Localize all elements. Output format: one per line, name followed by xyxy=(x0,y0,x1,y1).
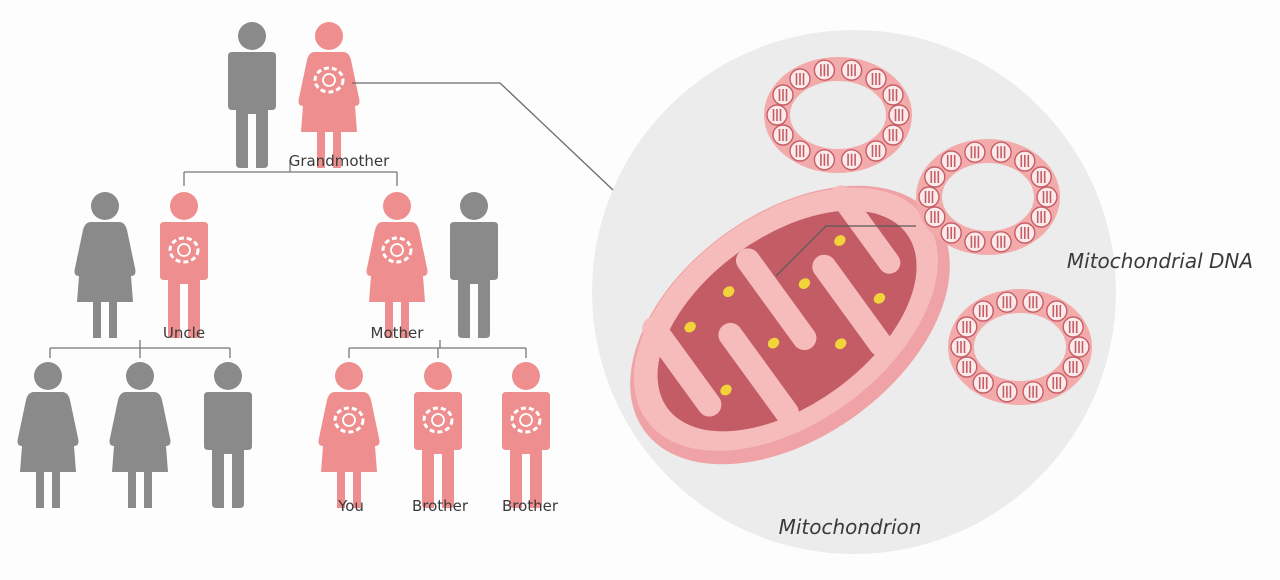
mtdna-ring xyxy=(764,57,912,173)
carrier-male-figure xyxy=(414,362,462,508)
carrier-female-figure xyxy=(298,22,360,168)
label-you: You xyxy=(337,497,364,515)
mito-dna-dots xyxy=(684,235,886,396)
non-carrier-female-figure xyxy=(74,192,136,338)
carrier-female-figure xyxy=(318,362,380,508)
dna-pointer xyxy=(775,225,916,277)
non-carrier-male-figure xyxy=(228,22,276,168)
carrier-male-figure xyxy=(160,192,208,338)
family-members xyxy=(17,22,550,508)
label-mother: Mother xyxy=(371,324,425,342)
label-brother-2: Brother xyxy=(502,497,559,515)
non-carrier-male-figure xyxy=(204,362,252,508)
label-mitochondrial-dna: Mitochondrial DNA xyxy=(1067,249,1253,273)
label-uncle: Uncle xyxy=(163,324,205,342)
carrier-female-figure xyxy=(366,192,428,338)
label-brother-1: Brother xyxy=(412,497,469,515)
carrier-male-figure xyxy=(502,362,550,508)
non-carrier-female-figure xyxy=(109,362,171,508)
family-tree-lines xyxy=(49,160,527,358)
mtdna-ring xyxy=(916,139,1060,255)
mtdna-ring xyxy=(948,289,1092,405)
non-carrier-male-figure xyxy=(450,192,498,338)
mitochondrion xyxy=(630,185,950,465)
zoom-connector xyxy=(352,82,614,191)
non-carrier-female-figure xyxy=(17,362,79,508)
mtdna-rings xyxy=(764,57,1092,405)
label-grandmother: Grandmother xyxy=(289,152,390,170)
label-mitochondrion: Mitochondrion xyxy=(779,515,922,539)
